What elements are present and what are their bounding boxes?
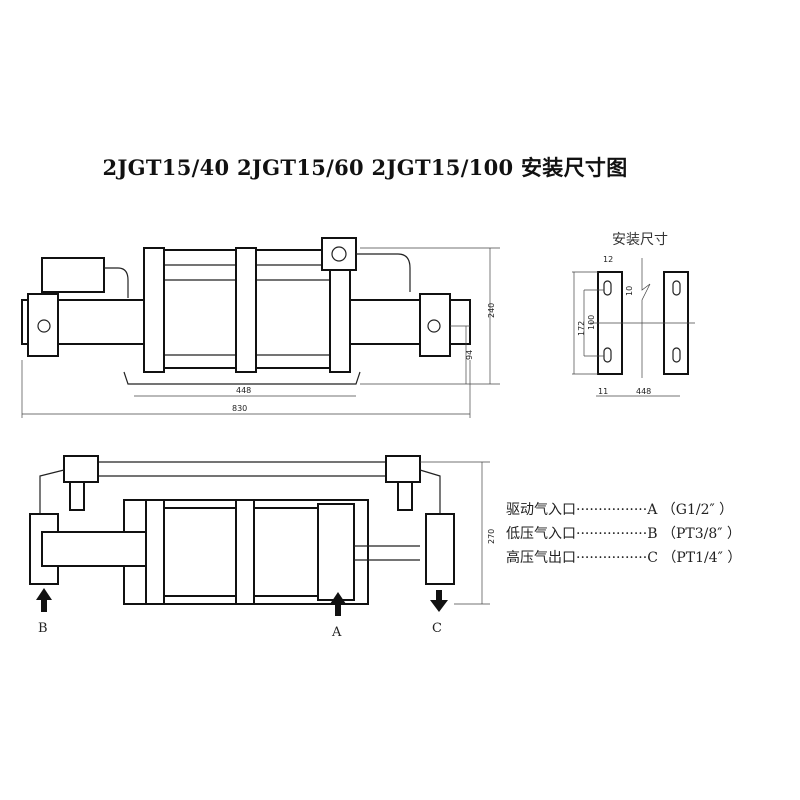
legend-name: 低压气入口 <box>506 526 576 542</box>
legend-spec: （PT3/8″ ） <box>661 526 741 542</box>
inlet-arrow-a-icon <box>330 592 346 616</box>
port-label-a: A <box>331 625 342 640</box>
right-end-cap <box>419 293 451 357</box>
mounting-detail: 172 100 12 10 11 448 <box>572 255 695 397</box>
drawing-title: 2JGT15/40 2JGT15/60 2JGT15/100 安装尺寸图 <box>102 155 628 180</box>
dim-11: 11 <box>598 387 608 396</box>
legend-name: 高压气出口 <box>506 550 576 566</box>
left-port-icon <box>37 319 51 333</box>
legend-dots: ················ <box>576 526 648 542</box>
dim-10: 10 <box>625 286 634 296</box>
legend-row: 驱动气入口················A （G1/2″ ） <box>506 498 741 522</box>
legend-port: B <box>647 526 658 542</box>
right-port-icon <box>427 319 441 333</box>
dim-12: 12 <box>603 255 613 264</box>
port-label-b: B <box>38 621 48 636</box>
dim-height-240: 240 <box>487 303 496 318</box>
outlet-arrow-c-icon <box>430 590 448 612</box>
top-pipe <box>78 461 400 477</box>
tie-plate-left <box>143 247 165 373</box>
legend-port: A <box>647 502 658 518</box>
elbow <box>104 267 129 298</box>
mounting-feet <box>123 371 361 385</box>
legend-name: 驱动气入口 <box>506 502 576 518</box>
dim-span-448: 448 <box>236 386 251 395</box>
dim-448: 448 <box>636 387 651 396</box>
valve-port-icon <box>331 246 347 262</box>
valve-block <box>321 237 357 271</box>
dim-100: 100 <box>587 315 596 330</box>
port-legend: 驱动气入口················A （G1/2″ ） 低压气入口···… <box>506 498 741 570</box>
tie-plate-middle <box>235 247 257 373</box>
driver-section <box>41 531 147 567</box>
legend-dots: ················ <box>576 502 648 518</box>
legend-spec: （G1/2″ ） <box>661 502 734 518</box>
legend-row: 高压气出口················C （PT1/4″ ） <box>506 546 741 570</box>
top-view: B A C 270 <box>29 455 496 640</box>
dim-height-270: 270 <box>487 529 496 544</box>
legend-row: 低压气入口················B （PT3/8″ ） <box>506 522 741 546</box>
legend-dots: ················ <box>576 550 648 566</box>
left-end-cap <box>27 293 59 357</box>
legend-port: C <box>647 550 658 566</box>
pipe <box>356 253 411 292</box>
mounting-title: 安装尺寸 <box>612 232 668 248</box>
port-label-c: C <box>432 621 442 636</box>
inlet-arrow-b-icon <box>36 588 52 612</box>
silencer <box>41 257 105 293</box>
dim-172: 172 <box>577 321 586 336</box>
front-view: 240 94 448 830 <box>21 237 500 418</box>
dim-length-830: 830 <box>232 404 247 413</box>
legend-spec: （PT1/4″ ） <box>662 550 742 566</box>
dim-center-94: 94 <box>465 350 474 360</box>
